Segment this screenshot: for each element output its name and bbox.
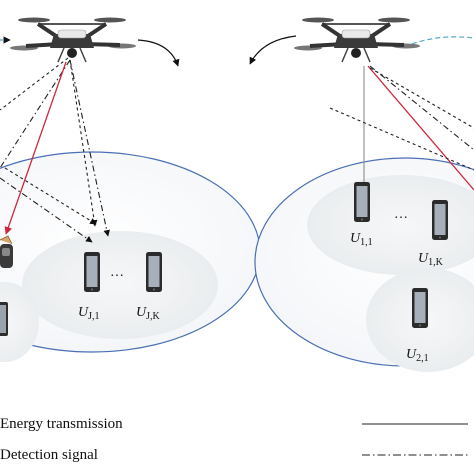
energy-link-red bbox=[4, 61, 67, 235]
user-label: U1,1 bbox=[350, 231, 373, 248]
edge-device-icon bbox=[0, 235, 13, 268]
detection-link bbox=[69, 59, 110, 237]
phone-icon bbox=[432, 200, 448, 240]
detection-link bbox=[0, 57, 69, 111]
energy-link-red bbox=[367, 65, 474, 191]
right-top-user-cluster bbox=[307, 175, 474, 275]
user-label: U1,K bbox=[418, 251, 444, 268]
left-uav-trajectory-arrow bbox=[137, 39, 180, 67]
edge-phone-icon bbox=[0, 302, 8, 336]
user-label: UJ,1 bbox=[78, 305, 100, 322]
detection-link bbox=[0, 59, 71, 169]
right-uav-links bbox=[329, 65, 474, 191]
left-cluster-ellipsis: … bbox=[110, 265, 124, 280]
left-user-cluster bbox=[22, 231, 218, 339]
detection-link bbox=[329, 107, 474, 171]
right-top-cluster-ellipsis: … bbox=[394, 207, 408, 222]
phone-icon bbox=[84, 252, 100, 292]
user-label: U2,1 bbox=[406, 347, 429, 364]
detection-link bbox=[369, 67, 474, 129]
legend-energy-label: Energy transmission bbox=[0, 416, 123, 432]
detection-link bbox=[69, 59, 98, 227]
left-edge-cluster bbox=[0, 282, 39, 362]
phone-icon bbox=[146, 252, 162, 292]
left-uav-links bbox=[0, 57, 110, 243]
right-uav-trajectory-arrow bbox=[249, 35, 297, 65]
right-uav-dashed-trajectory bbox=[411, 36, 474, 45]
detection-link bbox=[369, 65, 474, 151]
user-label: UJ,K bbox=[136, 305, 161, 322]
legend-detection-label: Detection signal bbox=[0, 447, 98, 463]
detection-link bbox=[0, 177, 93, 243]
left-uav-drone-icon bbox=[10, 17, 136, 63]
phone-icon bbox=[412, 288, 428, 328]
right-uav-drone-icon bbox=[294, 17, 420, 63]
phone-icon bbox=[354, 182, 370, 222]
